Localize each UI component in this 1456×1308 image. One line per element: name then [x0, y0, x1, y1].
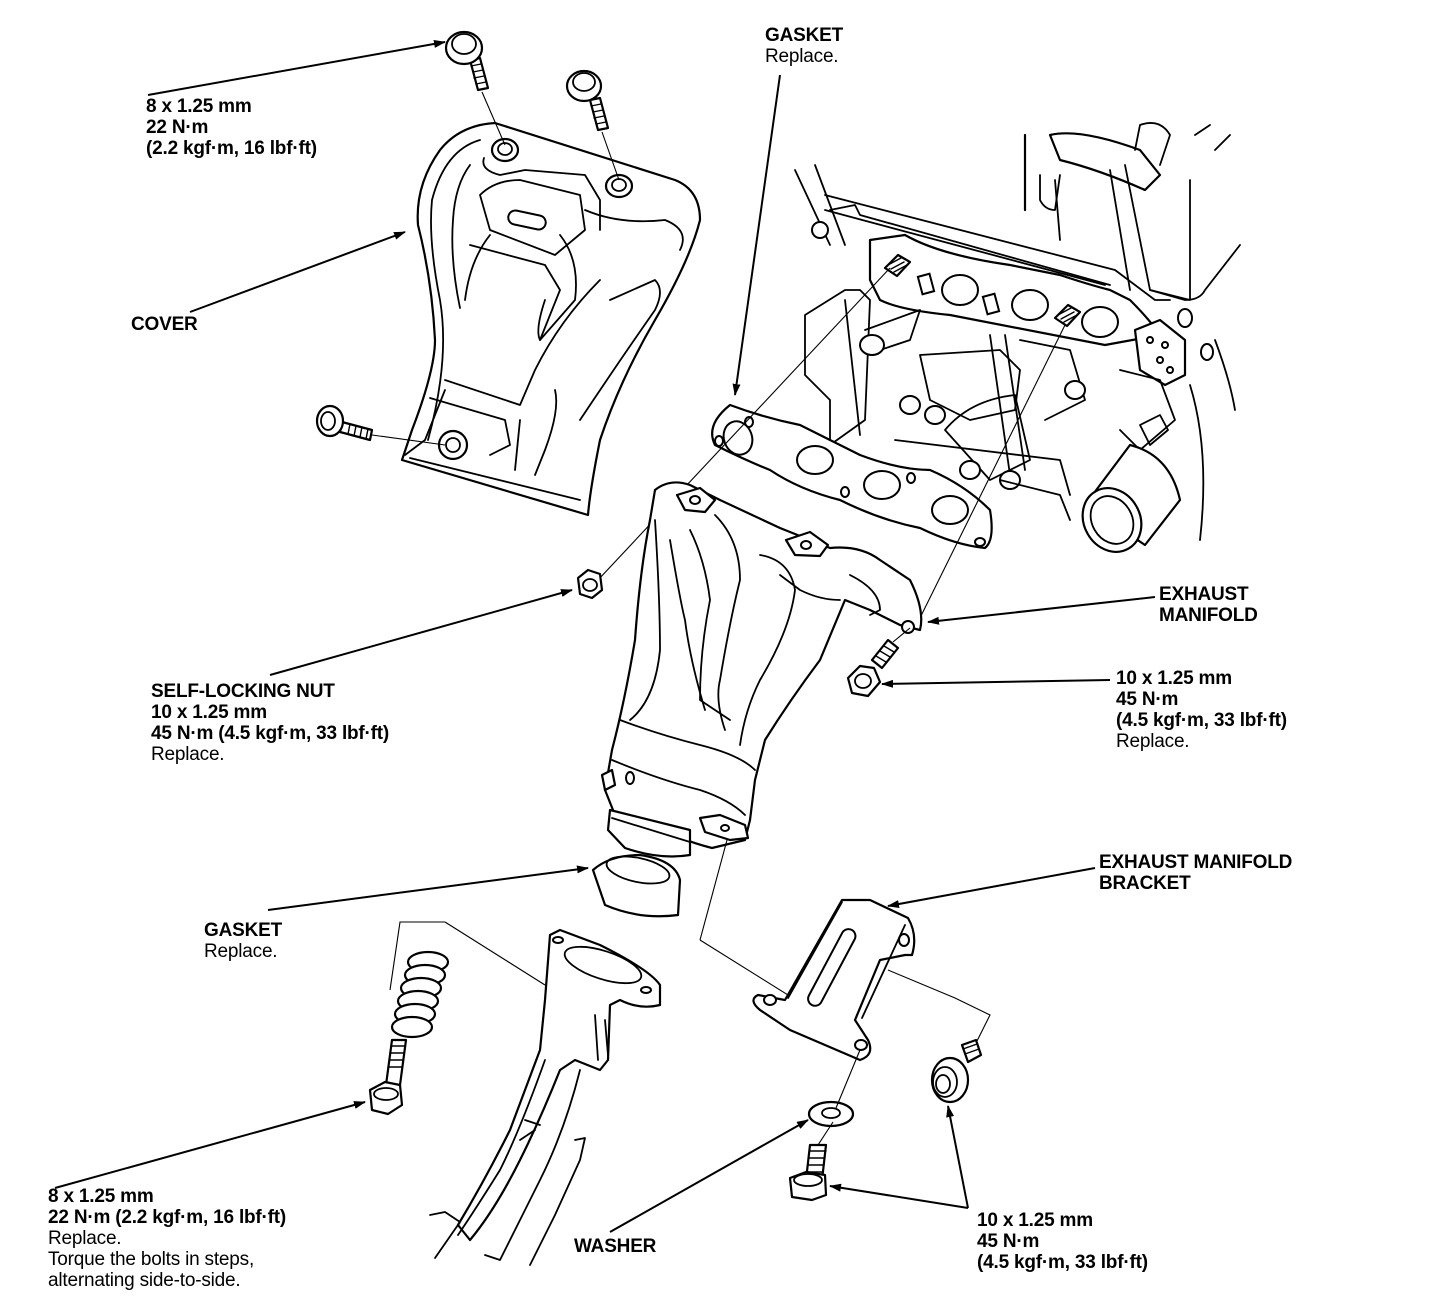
cover-grommet — [490, 137, 520, 163]
leader-cover-bolt — [147, 39, 446, 96]
callout-cover: COVER — [131, 314, 198, 335]
washer — [807, 1100, 855, 1128]
cover-bolt — [444, 30, 506, 146]
exhaust-pipe-gasket — [591, 853, 682, 918]
torque-nm: 45 N·m — [977, 1231, 1040, 1252]
leader-exhaust-manifold — [927, 596, 1156, 625]
torque-alt: (4.5 kgf·m, 33 lbf·ft) — [1116, 710, 1287, 731]
bolt-size: 10 x 1.25 mm — [977, 1210, 1093, 1231]
exhaust-manifold-bracket — [752, 898, 916, 1062]
callout-washer: WASHER — [574, 1236, 656, 1257]
leader-manifold-bolt — [881, 679, 1111, 688]
torque-nm: 45 N·m — [1116, 689, 1179, 710]
torque-nm: 22 N·m — [146, 117, 209, 138]
cover-bolt — [565, 69, 620, 181]
leader-washer — [609, 1119, 809, 1233]
bracket-lower-bolt — [788, 1143, 828, 1202]
front-exhaust-pipe — [429, 928, 662, 1266]
torque-alt: (4.5 kgf·m, 33 lbf·ft) — [977, 1252, 1148, 1273]
leader-bracket-bolt-upper — [946, 1105, 969, 1209]
leader-cover — [189, 231, 406, 313]
part-note: Replace. — [765, 46, 839, 67]
torque: 22 N·m (2.2 kgf·m, 16 lbf·ft) — [48, 1207, 287, 1228]
part-name-line2: MANIFOLD — [1159, 605, 1258, 626]
callout-self-locking-nut: SELF-LOCKING NUT 10 x 1.25 mm 45 N·m (4.… — [151, 681, 389, 765]
part-note: Replace. — [1116, 731, 1190, 752]
part-name: GASKET — [765, 25, 843, 46]
leader-lower-gasket — [267, 865, 589, 911]
part-note: Replace. — [204, 941, 278, 962]
instruction-line2: alternating side-to-side. — [48, 1270, 241, 1291]
exhaust-manifold — [600, 481, 923, 858]
part-name: WASHER — [574, 1236, 657, 1257]
leader-spring-bolt — [54, 1101, 366, 1189]
callout-spring-bolt-spec: 8 x 1.25 mm 22 N·m (2.2 kgf·m, 16 lbf·ft… — [48, 1186, 286, 1291]
engine-cylinder-head — [794, 122, 1241, 553]
leader-bracket — [887, 867, 1096, 908]
callout-bracket: EXHAUST MANIFOLD BRACKET — [1099, 852, 1292, 894]
bolt-size: 10 x 1.25 mm — [1116, 668, 1232, 689]
callout-lower-gasket: GASKET Replace. — [204, 920, 282, 962]
torque-alt: (2.2 kgf·m, 16 lbf·ft) — [146, 138, 317, 159]
torque: 45 N·m (4.5 kgf·m, 33 lbf·ft) — [151, 723, 390, 744]
part-note: Replace. — [151, 744, 225, 765]
cover-grommet — [604, 173, 634, 199]
part-name-line1: EXHAUST MANIFOLD — [1099, 852, 1293, 873]
callout-exhaust-manifold: EXHAUST MANIFOLD — [1159, 584, 1258, 626]
bolt-size: 8 x 1.25 mm — [48, 1186, 154, 1207]
oil-filter — [1081, 443, 1182, 553]
part-name-line1: EXHAUST — [1159, 584, 1249, 605]
manifold-stud — [1053, 303, 1082, 328]
nut-size: 10 x 1.25 mm — [151, 702, 267, 723]
compression-spring — [390, 950, 450, 1039]
cover-grommet — [437, 429, 469, 461]
part-name: COVER — [131, 314, 198, 335]
leader-upper-gasket — [732, 74, 781, 396]
part-name-line2: BRACKET — [1099, 873, 1191, 894]
part-name: GASKET — [204, 920, 282, 941]
manifold-stud — [883, 253, 912, 278]
callout-upper-gasket: GASKET Replace. — [765, 25, 843, 67]
instruction-line1: Torque the bolts in steps, — [48, 1249, 255, 1270]
bracket-upper-bolt — [930, 1038, 983, 1104]
callout-cover-bolt-spec: 8 x 1.25 mm 22 N·m (2.2 kgf·m, 16 lbf·ft… — [146, 96, 317, 159]
heat-shield-cover — [400, 121, 702, 517]
spring-bolt — [368, 1038, 408, 1116]
leader-bracket-bolt-lower — [829, 1183, 969, 1209]
part-name: SELF-LOCKING NUT — [151, 681, 335, 702]
callout-bracket-bolt-spec: 10 x 1.25 mm 45 N·m (4.5 kgf·m, 33 lbf·f… — [977, 1210, 1148, 1273]
cover-bolt — [315, 404, 446, 446]
manifold-flange-bolt — [846, 627, 911, 698]
part-note: Replace. — [48, 1228, 122, 1249]
self-locking-nut — [576, 568, 604, 600]
callout-manifold-bolt-spec: 10 x 1.25 mm 45 N·m (4.5 kgf·m, 33 lbf·f… — [1116, 668, 1287, 752]
leader-self-locking-nut — [269, 589, 573, 676]
exhaust-manifold-gasket — [711, 403, 993, 550]
bolt-size: 8 x 1.25 mm — [146, 96, 252, 117]
